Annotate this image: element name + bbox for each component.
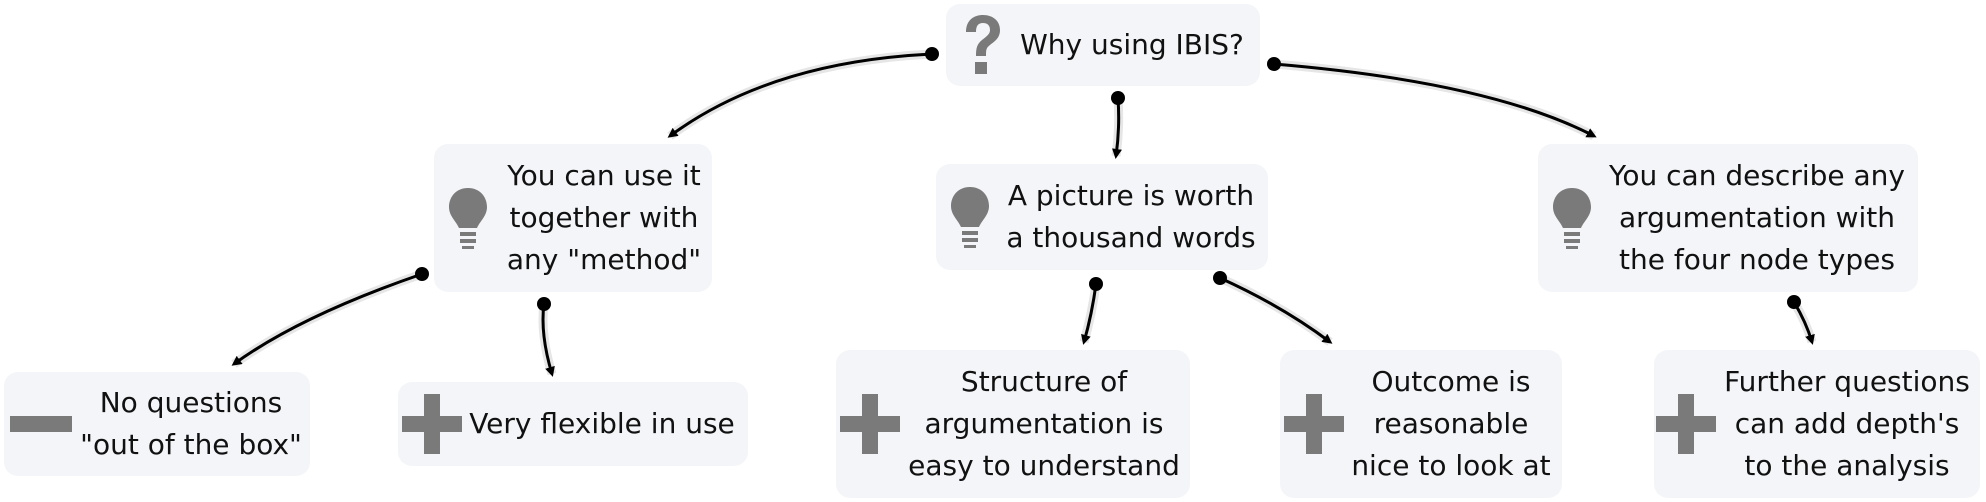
edge-halo bbox=[1273, 59, 1597, 140]
node-pro-outcome-text: Outcome is reasonable nice to look at bbox=[1351, 365, 1551, 482]
node-pro-further[interactable]: Further questions can add depth's to the… bbox=[1654, 350, 1980, 498]
lightbulb-icon bbox=[948, 185, 992, 249]
node-con-no-questions[interactable]: No questions "out of the box" bbox=[4, 372, 310, 476]
edge-idea_method-to-con_no_questions[interactable] bbox=[231, 272, 423, 366]
question-mark-icon bbox=[960, 12, 1004, 78]
node-pro-further-text: Further questions can add depth's to the… bbox=[1724, 365, 1970, 482]
edge-halo bbox=[231, 269, 424, 368]
edge-halo bbox=[667, 49, 933, 140]
node-idea-four-types-text: You can describe any argumentation with … bbox=[1608, 159, 1905, 276]
edge-anchor-dot[interactable] bbox=[1267, 57, 1281, 71]
node-idea-picture[interactable]: A picture is worth a thousand words bbox=[936, 164, 1268, 270]
node-pro-outcome[interactable]: Outcome is reasonable nice to look at bbox=[1280, 350, 1562, 498]
node-question[interactable]: Why using IBIS? bbox=[946, 4, 1260, 86]
edge-anchor-dot[interactable] bbox=[1213, 271, 1227, 285]
node-idea-method-text: You can use it together with any "method… bbox=[506, 159, 702, 276]
node-pro-flexible[interactable]: Very flexible in use bbox=[398, 382, 748, 466]
edge-anchor-dot[interactable] bbox=[415, 267, 429, 281]
plus-icon bbox=[1656, 394, 1716, 454]
node-idea-four-types[interactable]: You can describe any argumentation with … bbox=[1538, 144, 1918, 292]
lightbulb-icon bbox=[446, 186, 490, 250]
edge-question-to-idea_four_types[interactable] bbox=[1273, 62, 1597, 138]
lightbulb-icon bbox=[1550, 186, 1594, 250]
plus-icon bbox=[402, 394, 462, 454]
node-question-text: Why using IBIS? bbox=[1020, 28, 1244, 61]
edge-question-to-idea_method[interactable] bbox=[667, 52, 933, 138]
edge-anchor-dot[interactable] bbox=[537, 297, 551, 311]
edge-halo bbox=[1218, 273, 1333, 346]
edge-anchor-dot[interactable] bbox=[1111, 91, 1125, 105]
edge-idea_picture-to-pro_outcome[interactable] bbox=[1219, 276, 1333, 344]
plus-icon bbox=[1284, 394, 1344, 454]
node-pro-flexible-text: Very flexible in use bbox=[469, 407, 735, 440]
minus-icon bbox=[10, 412, 72, 436]
node-pro-structure[interactable]: Structure of argumentation is easy to un… bbox=[836, 350, 1190, 498]
edge-anchor-dot[interactable] bbox=[925, 47, 939, 61]
node-con-no-questions-text: No questions "out of the box" bbox=[80, 386, 302, 461]
node-pro-structure-text: Structure of argumentation is easy to un… bbox=[908, 365, 1180, 482]
edge-anchor-dot[interactable] bbox=[1787, 295, 1801, 309]
plus-icon bbox=[840, 394, 900, 454]
edge-anchor-dot[interactable] bbox=[1089, 277, 1103, 291]
node-idea-method[interactable]: You can use it together with any "method… bbox=[434, 144, 712, 292]
node-idea-picture-text: A picture is worth a thousand words bbox=[1006, 179, 1256, 254]
